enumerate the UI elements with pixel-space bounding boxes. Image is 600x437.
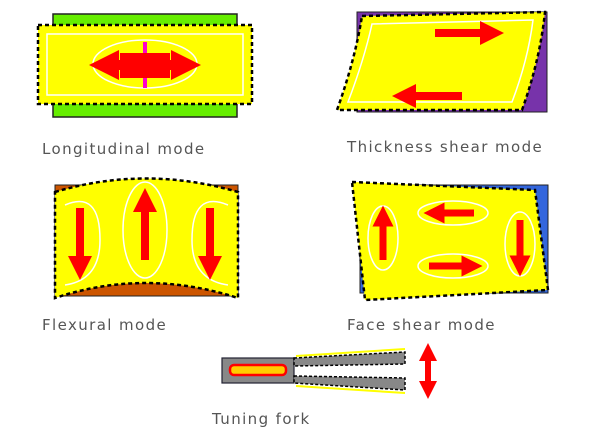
label-longitudinal-mode: Longitudinal mode: [42, 140, 206, 158]
label-thickness-shear-mode: Thickness shear mode: [346, 138, 543, 156]
flexural-mode-figure: [53, 177, 240, 300]
label-tuning-fork: Tuning fork: [211, 410, 311, 428]
label-flexural-mode: Flexural mode: [42, 316, 167, 334]
face-shear-figure: [350, 180, 550, 302]
tuning-fork-figure: [221, 343, 437, 399]
longitudinal-mode-figure: [36, 13, 254, 118]
thickness-shear-figure: [335, 10, 548, 113]
label-face-shear-mode: Face shear mode: [347, 316, 496, 334]
